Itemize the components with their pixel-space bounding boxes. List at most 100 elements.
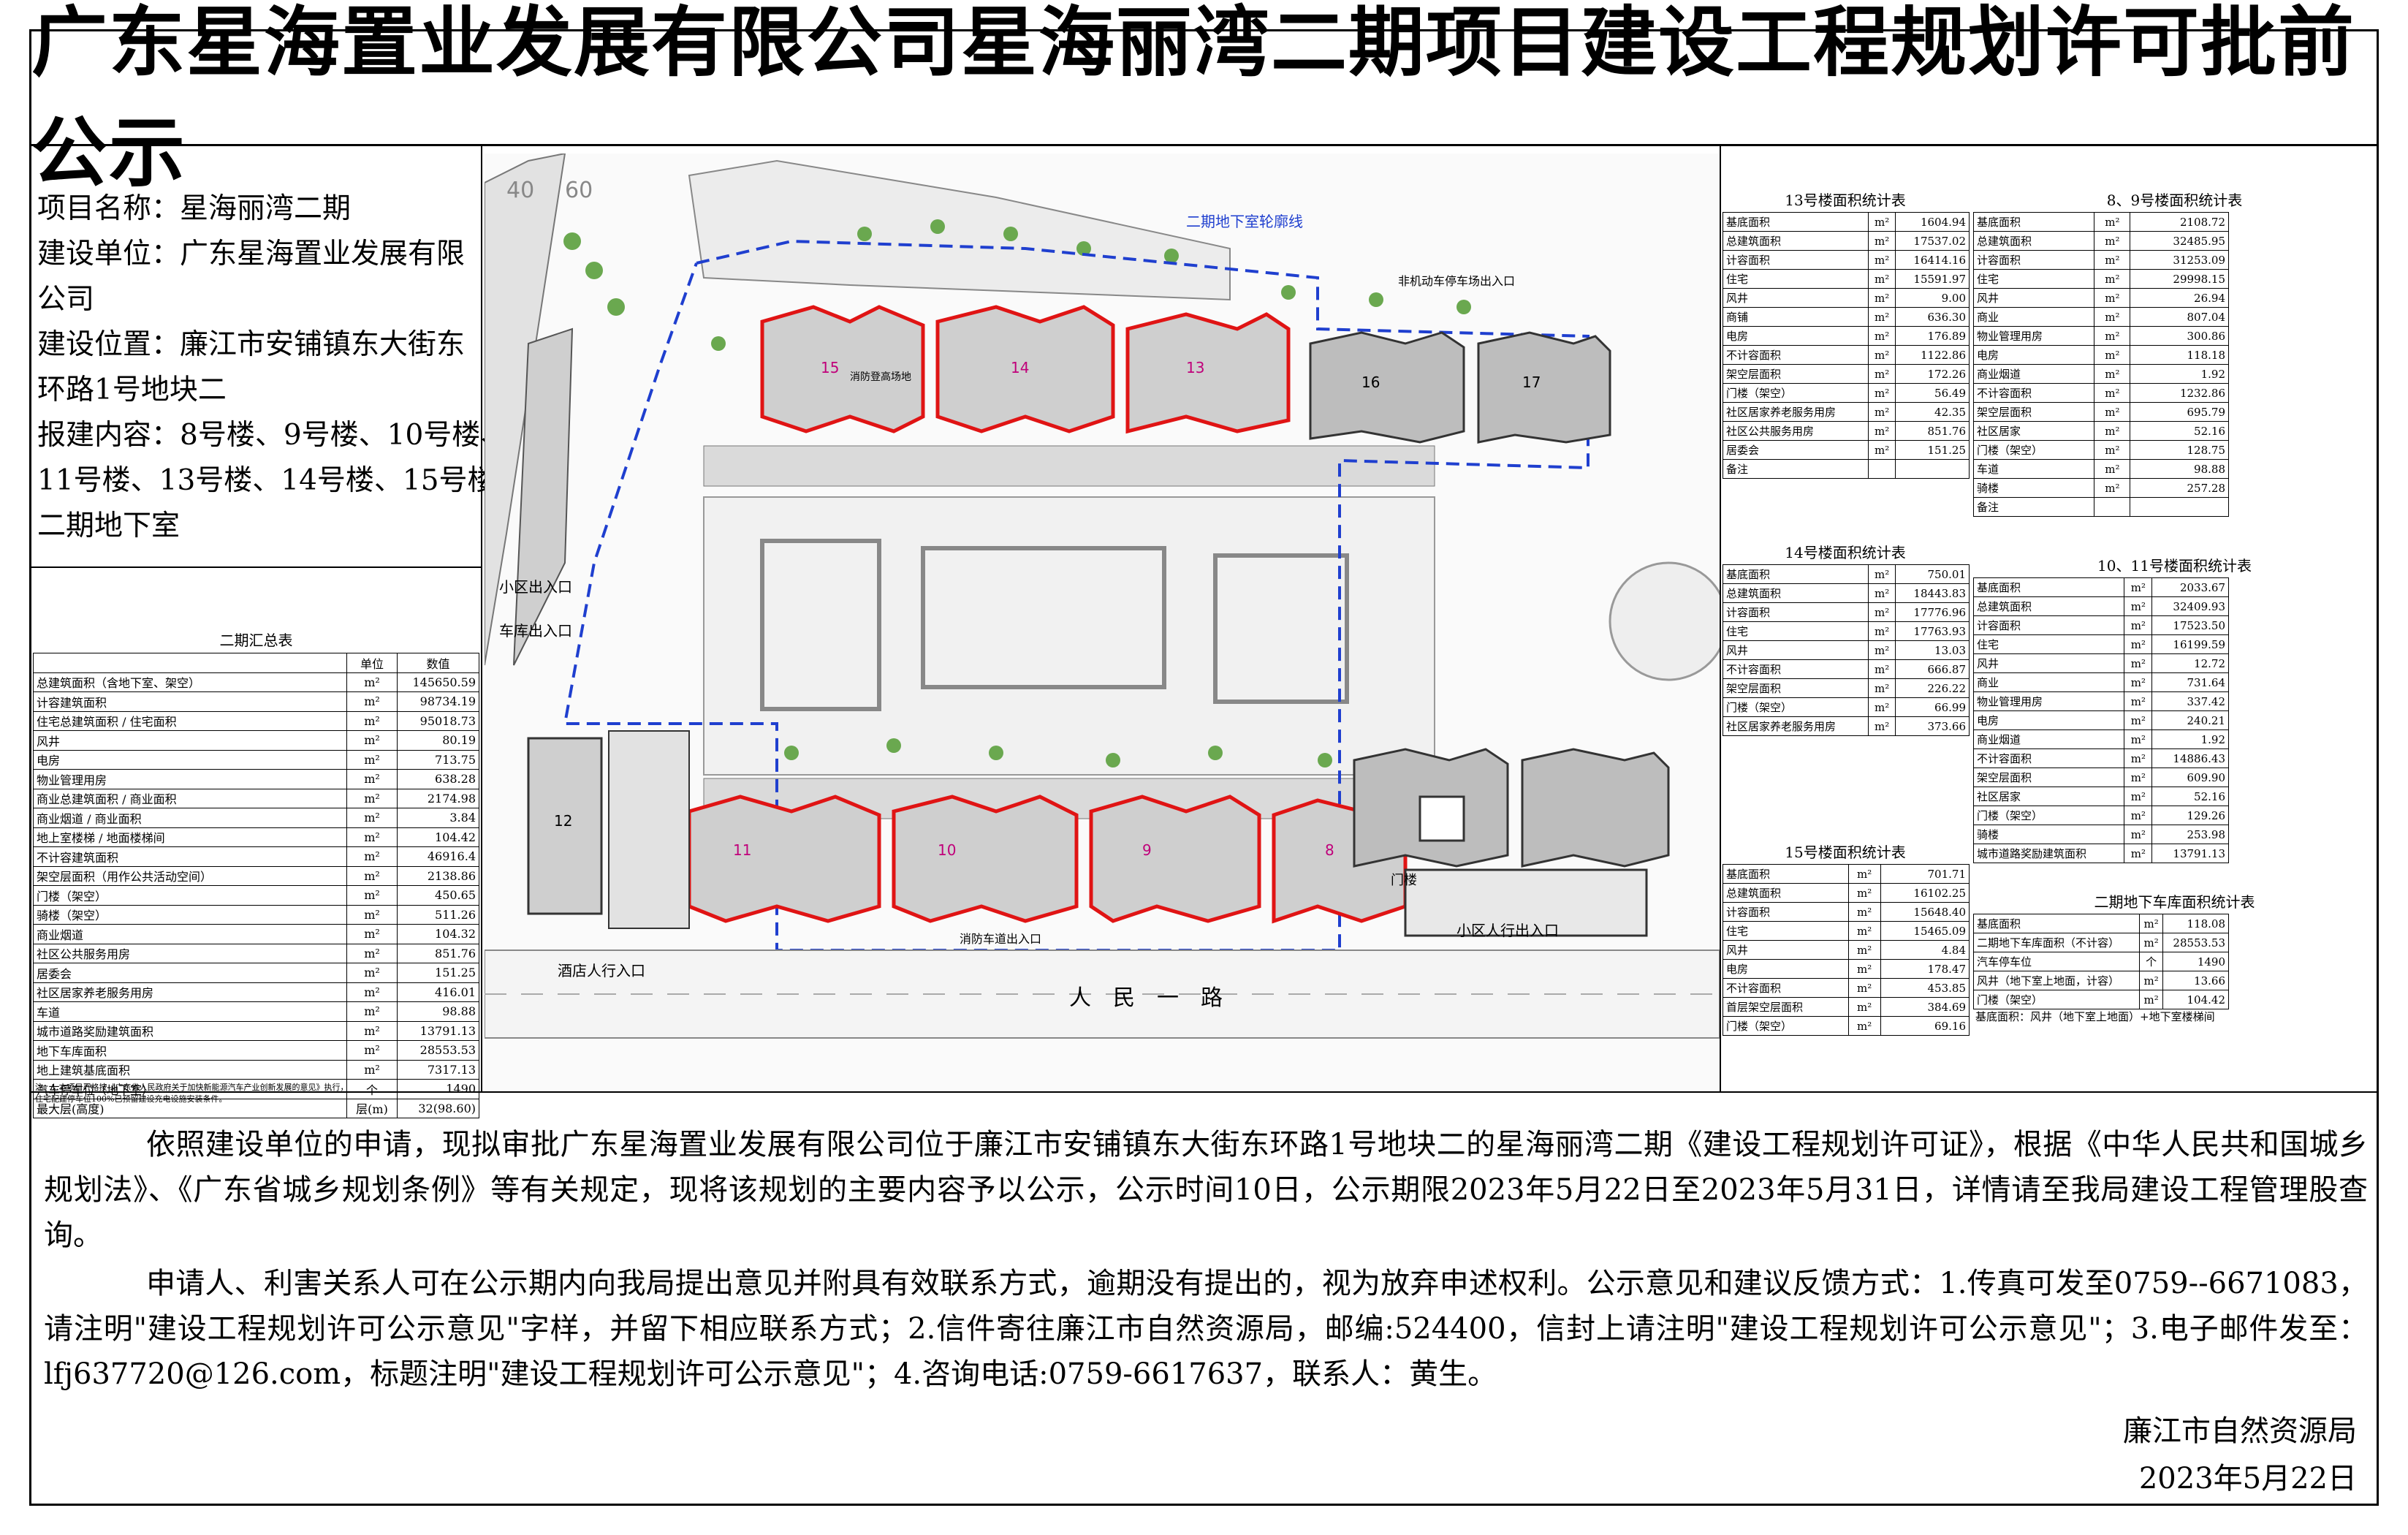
table-cell: 社区居家 — [1972, 787, 2125, 806]
table-cell: 373.66 — [1894, 716, 1970, 736]
table-cell: m² — [2094, 402, 2131, 422]
table-cell: m² — [1847, 959, 1881, 979]
table-cell: 电房 — [1723, 959, 1849, 979]
table-cell: 物业管理用房 — [1972, 691, 2125, 711]
table-cell: m² — [1868, 697, 1896, 717]
table-cell: 居委会 — [33, 963, 347, 983]
basement-outline — [563, 239, 1589, 952]
garage-exit: 车库出入口 — [499, 622, 572, 640]
table-cell: 门楼（架空） — [1972, 440, 2095, 460]
table-cell: m² — [2124, 768, 2153, 787]
table-cell — [2130, 497, 2229, 517]
table-cell: 不计容面积 — [1972, 748, 2125, 768]
table-cell: m² — [2138, 990, 2164, 1009]
table-cell: 计容面积 — [1723, 902, 1849, 922]
table-cell: m² — [2124, 729, 2153, 749]
table-cell: 2033.67 — [2151, 577, 2229, 597]
table-cell: 4.84 — [1880, 940, 1970, 960]
table-cell: 1.92 — [2130, 364, 2229, 384]
t1011-caption: 10、11号楼面积统计表 — [2097, 557, 2252, 575]
table-cell: m² — [2094, 440, 2131, 460]
table-cell: m² — [1868, 640, 1896, 660]
bnum-17: 17 — [1522, 374, 1541, 391]
table-cell: m² — [346, 827, 398, 847]
table-cell: 701.71 — [1880, 864, 1970, 884]
t15-caption: 15号楼面积统计表 — [1785, 844, 1906, 861]
table-cell: 商业烟道 — [1972, 729, 2125, 749]
table-cell: 不计容建筑面积 — [33, 846, 347, 867]
right-divider — [1720, 146, 1721, 1091]
table-cell: 电房 — [1972, 345, 2095, 365]
table-cell: 16199.59 — [2151, 634, 2229, 654]
table-cell: 80.19 — [397, 730, 479, 751]
table-cell: m² — [1868, 659, 1896, 679]
park-path — [760, 539, 881, 711]
table-cell: 98734.19 — [397, 691, 479, 712]
table-cell: 253.98 — [2151, 825, 2229, 844]
table-cell: 2108.72 — [2130, 212, 2229, 232]
table-cell: 17523.50 — [2151, 615, 2229, 635]
table-cell: 物业管理用房 — [33, 769, 347, 789]
table-cell: 门楼（架空） — [1723, 1016, 1849, 1036]
content: 报建内容：8号楼、9号楼、10号楼、 — [37, 419, 509, 452]
bnum-9: 9 — [1142, 841, 1152, 859]
table-cell: 架空层面积 — [1972, 402, 2095, 422]
table-cell: 1232.86 — [2130, 383, 2229, 403]
table-cell: m² — [2124, 615, 2153, 635]
table-cell: m² — [2124, 806, 2153, 825]
table-cell: 车道 — [33, 1001, 347, 1022]
plaza — [1609, 561, 1720, 681]
table-cell: m² — [1847, 1016, 1881, 1036]
site-plan: 40 60 二期地下室轮廓线 人 民 一 路 小区出入口 车库出入口 小区人行出… — [485, 154, 1720, 1091]
table-cell: 计容面积 — [1722, 602, 1869, 622]
table-cell: 社区居家养老服务用房 — [33, 982, 347, 1002]
table-cell: 450.65 — [397, 885, 479, 906]
table-cell: m² — [346, 1020, 398, 1041]
table-cell: 基底面积 — [1973, 914, 2140, 933]
table-cell: 基底面积 — [1722, 564, 1869, 584]
table-cell: 18443.83 — [1894, 583, 1970, 603]
south-buildings — [687, 795, 1408, 924]
table-cell: 17537.02 — [1894, 231, 1970, 251]
table-cell: 门楼（架空） — [1722, 697, 1869, 717]
t89-caption: 8、9号楼面积统计表 — [2106, 192, 2243, 209]
table-cell: 商业烟道 — [33, 924, 347, 944]
table-cell: 32(98.60) — [397, 1098, 479, 1118]
table-cell: m² — [2094, 364, 2131, 384]
table-cell: 计容面积 — [1972, 250, 2095, 270]
table-cell: 26.94 — [2130, 288, 2229, 308]
table-cell: m² — [2124, 748, 2153, 768]
bnum-14: 14 — [1011, 359, 1029, 376]
table-cell: 52.16 — [2151, 787, 2229, 806]
table-cell: 1490 — [2162, 952, 2229, 971]
table-cell: 首层架空层面积 — [1723, 997, 1849, 1017]
table-cell: 计容面积 — [1972, 615, 2125, 635]
table-cell: m² — [1847, 978, 1881, 998]
table-cell: m² — [2124, 691, 2153, 711]
location-cont: 环路1号地块二 — [37, 374, 227, 406]
table-cell: m² — [2094, 250, 2131, 270]
table-cell: 架空层面积 — [1972, 768, 2125, 787]
left-building — [513, 327, 574, 666]
table-cell: 104.42 — [2162, 990, 2229, 1009]
gate-label: 门楼 — [1391, 873, 1417, 888]
